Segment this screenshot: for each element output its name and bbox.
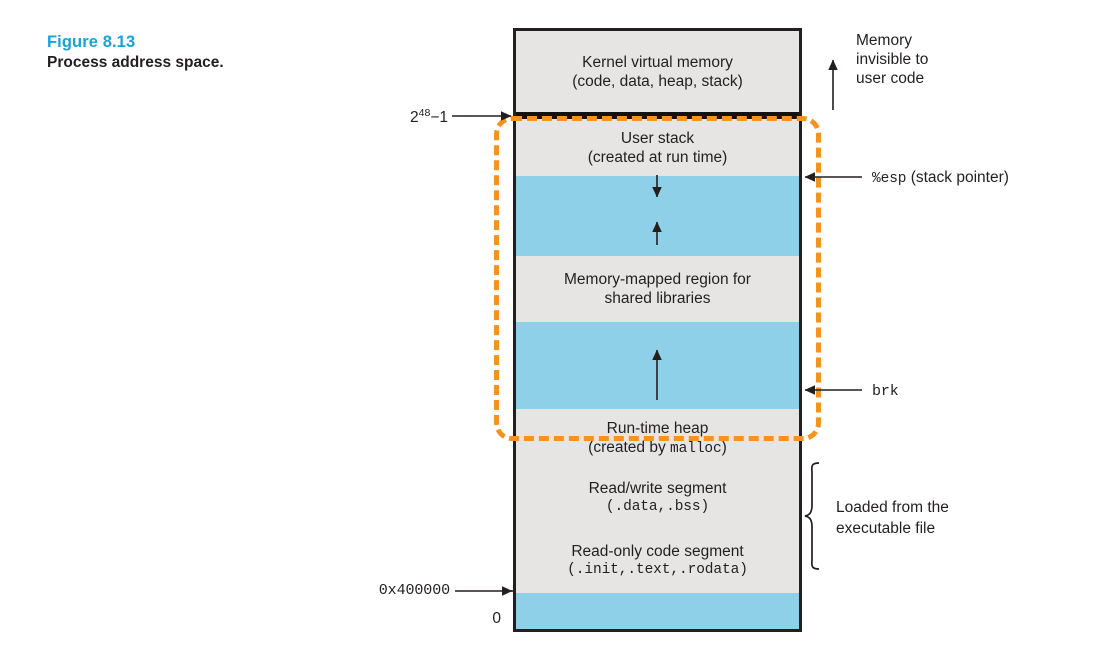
memory-column: Kernel virtual memory (code, data, heap,… — [513, 28, 802, 632]
segment-label-line1: Read/write segment — [588, 480, 727, 497]
address-label-2-48-minus-1: 248−1 — [356, 107, 448, 127]
figure-caption: Figure 8.13 Process address space. — [47, 32, 347, 73]
figure-title: Process address space. — [47, 54, 224, 71]
loaded-from-executable-note: Loaded from the executable file — [836, 497, 949, 539]
segment-kernel-virtual-memory: Kernel virtual memory (code, data, heap,… — [516, 31, 799, 112]
segment-label-line2: shared libraries — [604, 290, 711, 307]
loaded-from-executable-brace — [804, 462, 820, 570]
segment-label-line2: (created by malloc) — [588, 438, 727, 459]
segment-label-line2: (.data,.bss) — [605, 499, 710, 515]
segment-user-stack: User stack (created at run time) — [516, 119, 799, 176]
note-line3: user code — [856, 70, 925, 87]
segment-stack-gap — [516, 176, 799, 256]
esp-pointer-label: %esp (stack pointer) — [872, 168, 1009, 189]
brk-pointer-label: brk — [872, 383, 899, 400]
note-line2: executable file — [836, 520, 936, 537]
figure-number: Figure 8.13 — [47, 33, 136, 51]
esp-description: (stack pointer) — [910, 169, 1009, 186]
segment-label-line1: User stack — [620, 129, 695, 147]
segment-label-line1: Memory-mapped region for — [564, 271, 751, 288]
address-base: 2 — [410, 109, 419, 127]
note-line1: Loaded from the — [836, 499, 949, 516]
heap-line2-suffix: ) — [721, 438, 727, 456]
segment-run-time-heap: Run-time heap (created by malloc) — [516, 409, 799, 468]
address-suffix: −1 — [430, 109, 448, 127]
segment-label-line2: (.init,.text,.rodata) — [567, 561, 748, 578]
esp-register-name: %esp — [872, 171, 907, 187]
segment-unmapped-low-memory — [516, 593, 799, 629]
address-label-zero: 0 — [492, 610, 501, 627]
segment-label-line2: (created at run time) — [587, 148, 728, 166]
kernel-boundary-bar — [516, 112, 799, 119]
segment-label-line1: Kernel virtual memory — [582, 53, 733, 71]
heap-line2-prefix: (created by — [588, 438, 671, 456]
heap-line2-mono: malloc — [670, 440, 722, 457]
segment-memory-mapped-region: Memory-mapped region for shared librarie… — [516, 256, 799, 322]
note-line1: Memory — [856, 32, 912, 49]
segment-read-write: Read/write segment (.data,.bss) — [516, 468, 799, 528]
segment-label-line1: Read-only code segment — [571, 542, 744, 560]
segment-label-line1: Run-time heap — [606, 419, 709, 437]
address-label-0x400000: 0x400000 — [378, 582, 450, 599]
segment-label-line2: (code, data, heap, stack) — [572, 72, 743, 90]
note-line2: invisible to — [856, 51, 929, 68]
segment-read-only-code: Read-only code segment (.init,.text,.rod… — [516, 528, 799, 593]
memory-invisible-note: Memory invisible to user code — [856, 31, 928, 88]
address-exponent: 48 — [418, 107, 431, 119]
segment-heap-gap — [516, 322, 799, 409]
